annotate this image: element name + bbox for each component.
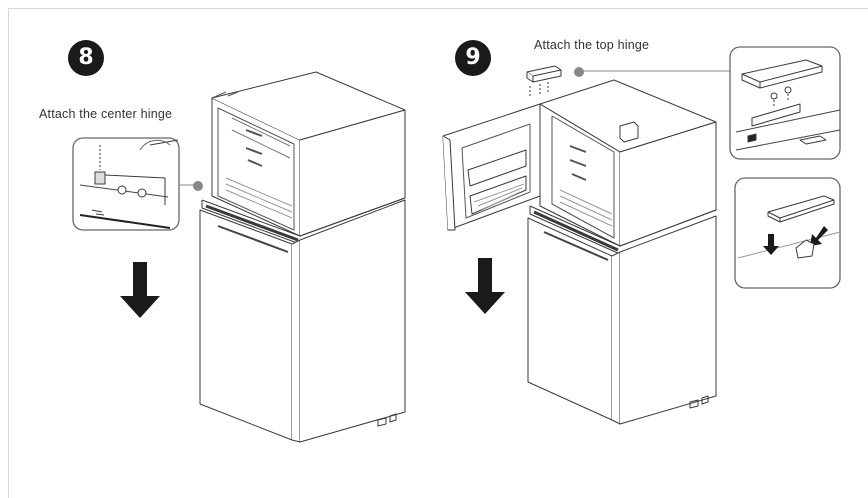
step-9-down-arrow-icon bbox=[465, 258, 505, 314]
cover-diagonal-arrow-icon bbox=[810, 226, 828, 246]
step-8-caption: Attach the center hinge bbox=[39, 107, 173, 121]
top-hinge-part bbox=[526, 65, 562, 96]
top-hinge-detail-inset bbox=[729, 46, 841, 160]
cover-down-arrow-icon bbox=[763, 234, 779, 255]
manual-page-frame bbox=[8, 8, 868, 498]
step-9-refrigerator bbox=[442, 79, 717, 425]
hinge-cover-detail-inset bbox=[734, 177, 841, 289]
step-9-callout-dot bbox=[574, 67, 584, 77]
step-8-badge: 8 bbox=[68, 40, 104, 76]
step-8-down-arrow-icon bbox=[120, 262, 160, 318]
step-8-refrigerator bbox=[199, 71, 406, 443]
illustration-canvas bbox=[72, 46, 841, 443]
step-9-caption: Attach the top hinge bbox=[534, 38, 650, 52]
center-hinge-detail-inset bbox=[72, 137, 180, 231]
step-9-badge: 9 bbox=[455, 40, 491, 76]
step-8-callout-dot bbox=[193, 181, 203, 191]
